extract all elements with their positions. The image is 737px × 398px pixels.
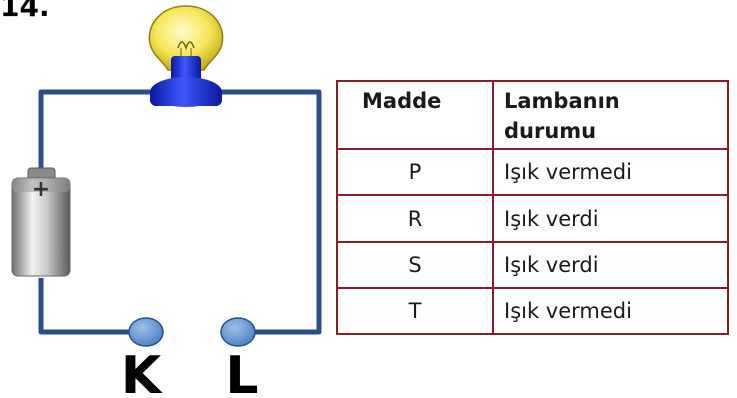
table-row: R Işık verdi [338,194,727,243]
terminal-k[interactable] [128,317,164,347]
header-lamp-status-line1: Lambanın [504,89,620,113]
wire-top-left [38,89,160,170]
table-row: P Işık vermedi [338,148,727,197]
battery-plus-symbol: + [32,177,50,202]
header-lamp-status-line2: durumu [504,119,597,143]
wire-top-right [212,89,322,335]
terminal-label-l: L [225,346,258,398]
cell-durum: Işık verdi [492,194,727,243]
cell-durum: Işık vermedi [492,286,727,333]
cell-madde: P [338,148,494,197]
results-table-container: Madde Lambanın durumu P Işık vermedi R I… [336,80,729,335]
cell-durum: Işık vermedi [492,148,727,197]
terminal-l[interactable] [220,317,256,347]
header-lamp-status: Lambanın durumu [492,82,727,151]
table-row: S Işık verdi [338,240,727,289]
cell-madde: R [338,194,494,243]
circuit-wires [38,89,322,335]
cell-madde: S [338,240,494,289]
question-number: 14. [0,0,50,23]
cell-madde: T [338,286,494,333]
wire-bottom-left [38,278,140,335]
cell-durum: Işık verdi [492,240,727,289]
light-bulb-icon [148,5,224,107]
table-row: T Işık vermedi [338,286,727,333]
table-header-row: Madde Lambanın durumu [338,82,727,151]
terminal-label-k: K [121,346,163,398]
battery-icon: + [11,167,71,277]
header-madde: Madde [338,82,494,151]
results-table: Madde Lambanın durumu P Işık vermedi R I… [338,82,727,333]
